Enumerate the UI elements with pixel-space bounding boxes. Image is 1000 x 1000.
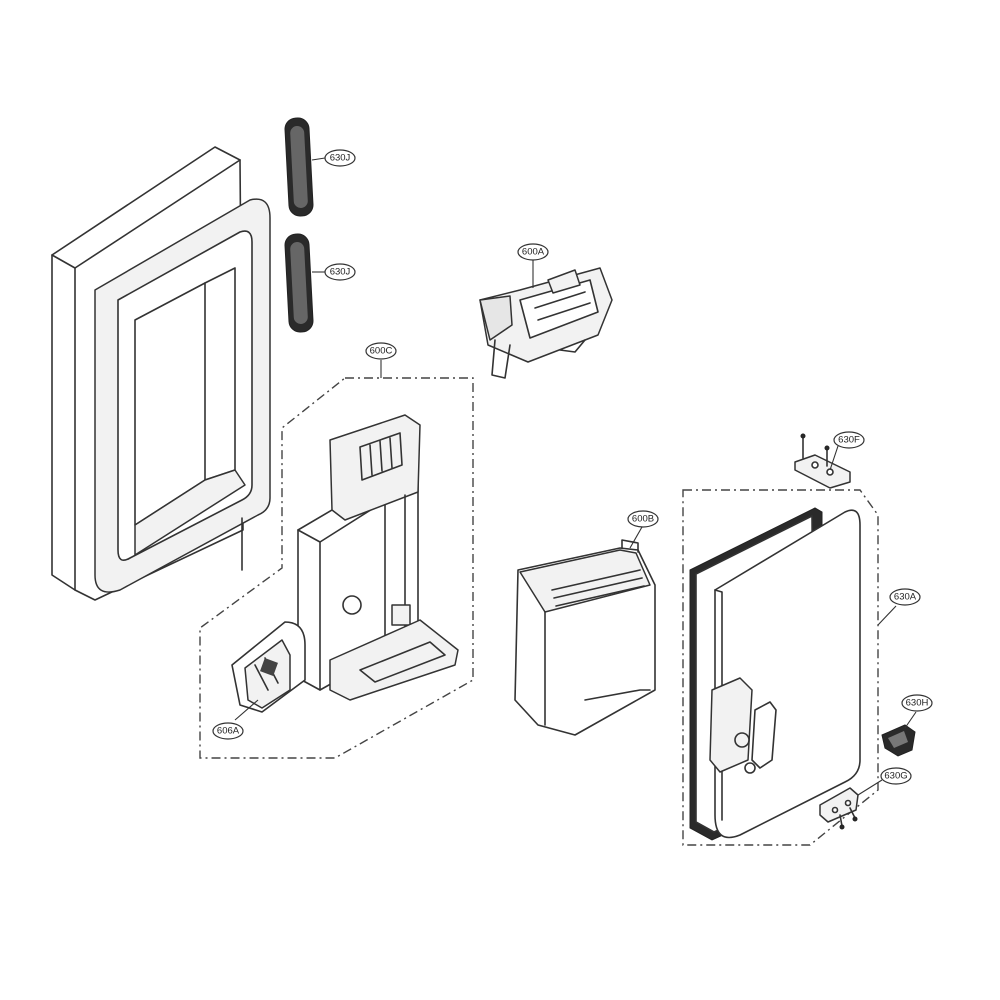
callout-630g: 630G: [880, 767, 912, 785]
callout-630f: 630F: [833, 431, 865, 449]
group-outline-630a: [682, 489, 879, 846]
callout-600c: 600C: [365, 342, 397, 360]
callout-label: 630J: [330, 153, 351, 164]
part-600b-cover: [514, 539, 656, 736]
callout-600b: 600B: [627, 510, 659, 528]
callout-630j-bottom: 630J: [324, 263, 356, 281]
leader-lines: [234, 157, 917, 796]
part-630j-top-grille: [284, 117, 314, 217]
part-606a-actuator: [231, 621, 306, 713]
callout-label: 630A: [894, 592, 917, 603]
callout-606a: 606A: [212, 722, 244, 740]
callout-label: 630G: [884, 771, 907, 782]
callout-600a: 600A: [517, 243, 549, 261]
part-630g-hinge: [819, 787, 859, 830]
part-630h-cap: [881, 724, 916, 757]
part-630j-bottom-grille: [284, 233, 314, 333]
part-600a-icemaker: [479, 267, 613, 379]
callout-label: 600C: [370, 346, 393, 357]
callout-630h: 630H: [901, 694, 933, 712]
door-panel: [51, 146, 271, 601]
part-600c-dispenser-housing: [297, 414, 459, 701]
callout-label: 606A: [217, 726, 240, 737]
callout-label: 600B: [632, 514, 654, 525]
callout-label: 630J: [330, 267, 351, 278]
callout-label: 630H: [906, 698, 929, 709]
callout-label: 600A: [522, 247, 545, 258]
part-630a-dispenser-door: [689, 507, 861, 841]
callout-label: 630F: [838, 435, 860, 446]
callout-630a: 630A: [889, 588, 921, 606]
callout-630j-top: 630J: [324, 149, 356, 167]
group-outline-600c: [199, 377, 474, 759]
